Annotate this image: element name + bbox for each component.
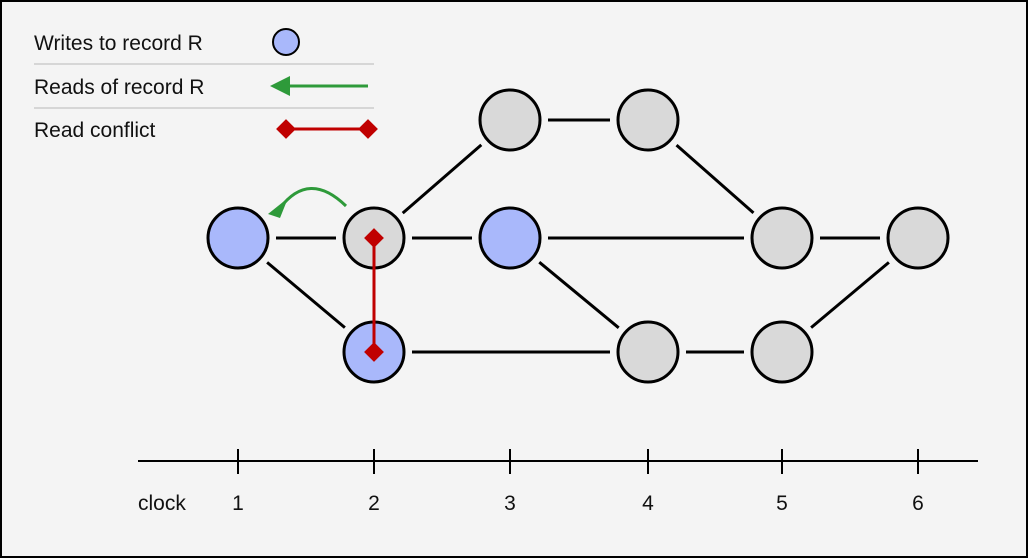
nodes-layer [206, 88, 950, 384]
edges-layer [266, 118, 890, 354]
axis-tick-label-2: 2 [368, 492, 380, 515]
node-n6 [886, 206, 950, 270]
write-node-n3b [478, 206, 542, 270]
legend-conflict-label: Read conflict [34, 119, 156, 142]
conflict-diamond-1 [364, 228, 384, 248]
axis-tick-label-6: 6 [912, 492, 924, 515]
node-n5b [750, 320, 814, 384]
axis-label: clock [138, 492, 186, 515]
edge-n5b-n6 [810, 261, 890, 329]
write-node-n1 [206, 206, 270, 270]
conflict-diamond-2 [364, 342, 384, 362]
axis-tick-label-3: 3 [504, 492, 516, 515]
legend-writes-label: Writes to record R [34, 32, 203, 55]
node-n3a [478, 88, 542, 152]
edge-n4a-n5a [675, 143, 755, 215]
node-n4a [616, 88, 680, 152]
axis-tick-label-4: 4 [642, 492, 654, 515]
legend-write-node-icon [272, 28, 300, 56]
legend-read-arrow-icon [270, 76, 368, 96]
clock-axis: clock 1 2 3 4 5 6 [138, 449, 978, 515]
axis-tick-label-5: 5 [776, 492, 788, 515]
read-arrow [278, 187, 348, 209]
legend: Writes to record R Reads of record R Rea… [34, 28, 378, 142]
legend-reads-label: Reads of record R [34, 76, 204, 99]
edge-n2a-n3a [401, 143, 483, 215]
node-n5a [750, 206, 814, 270]
read-arrow-head [268, 198, 288, 218]
axis-tick-label-1: 1 [232, 492, 244, 515]
edge-n1-n2b [266, 261, 346, 329]
overlay-layer [268, 187, 384, 362]
legend-conflict-icon [276, 119, 378, 139]
node-n4b [616, 320, 680, 384]
edge-n3b-n4b [538, 261, 620, 329]
